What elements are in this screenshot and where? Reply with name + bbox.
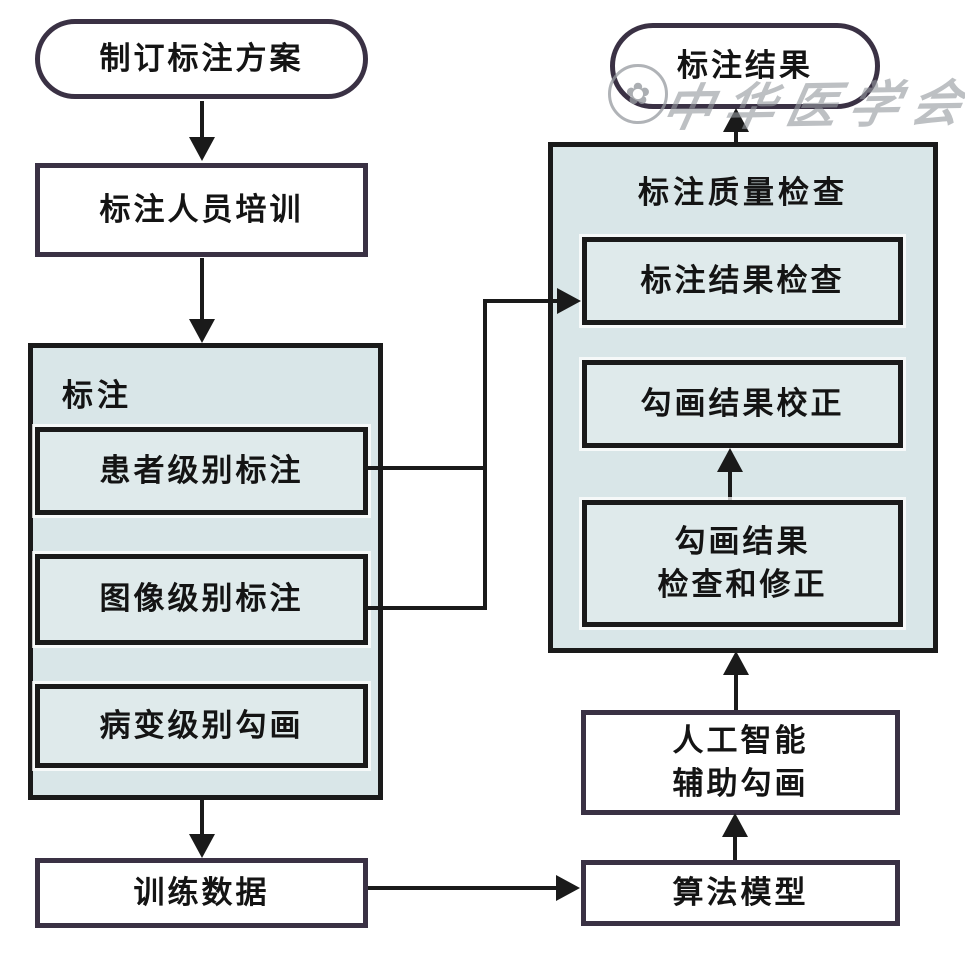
arrowhead-up-icon (723, 651, 749, 675)
training-data-node: 训练数据 (35, 858, 368, 928)
quality-check-panel-title: 标注质量检查 (638, 175, 848, 210)
connector-ai-panel (734, 673, 738, 712)
connector-start-training (200, 101, 204, 139)
arrowhead-up-icon (717, 448, 743, 472)
watermark-seal-icon: ✿ (608, 64, 668, 124)
check-revise-item: 勾画结果 检查和修正 (582, 500, 903, 627)
arrowhead-up-icon (722, 813, 748, 837)
ai-assist-node: 人工智能 辅助勾画 (581, 710, 900, 815)
algorithm-model-node: 算法模型 (581, 860, 900, 926)
connector-training-panel (200, 258, 204, 320)
arrowhead-down-icon (189, 319, 215, 343)
connector-data-model (368, 886, 558, 890)
arrowhead-down-icon (189, 137, 215, 161)
connector-qc-result (734, 128, 738, 144)
watermark-text: 中华医学会 (657, 75, 965, 137)
connector-patient-out (368, 466, 487, 470)
connector-image-out (368, 606, 487, 610)
connector-check-correction (728, 470, 732, 502)
arrowhead-right-icon (556, 875, 580, 901)
annotation-panel-title: 标注 (62, 378, 132, 413)
connector-merge-vertical (483, 299, 487, 610)
image-level-item: 图像级别标注 (35, 554, 368, 645)
connector-into-qc (483, 299, 559, 303)
annotator-training-node: 标注人员培训 (35, 163, 368, 257)
patient-level-item: 患者级别标注 (35, 427, 368, 515)
start-node: 制订标注方案 (35, 19, 368, 99)
arrowhead-up-icon (723, 108, 749, 132)
arrowhead-down-icon (189, 834, 215, 858)
correction-item: 勾画结果校正 (582, 360, 903, 448)
connector-panel-data (200, 800, 204, 836)
arrowhead-right-icon (557, 288, 581, 314)
lesion-level-item: 病变级别勾画 (35, 684, 368, 768)
connector-model-ai (733, 835, 737, 862)
result-check-item: 标注结果检查 (582, 237, 903, 325)
